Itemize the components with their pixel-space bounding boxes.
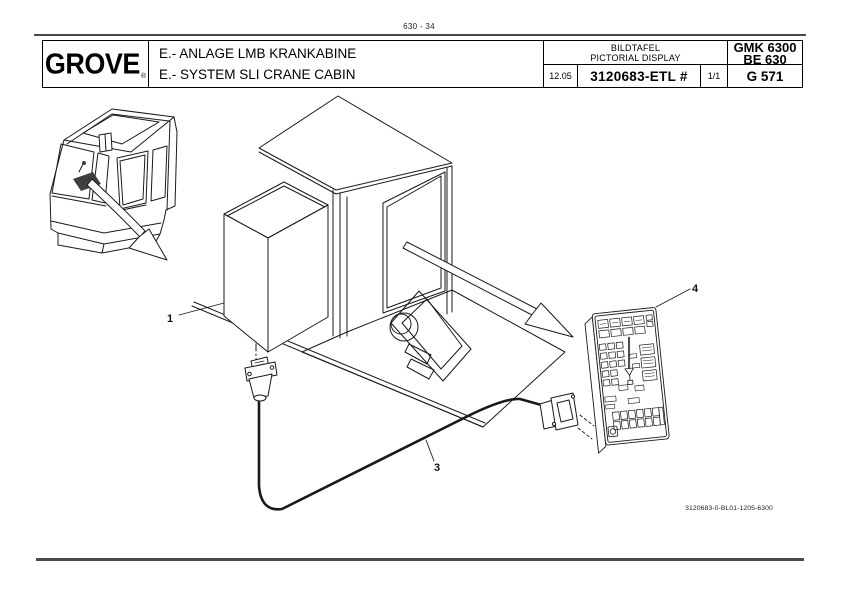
panel-power-button — [607, 425, 619, 438]
section-title-german: E.- ANLAGE LMB KRANKABINE — [159, 46, 357, 61]
callout-4: 4 — [655, 283, 699, 308]
brand-logo: GROVE® — [43, 41, 149, 87]
callout-3: 3 — [425, 439, 440, 474]
panel-boom-indicator — [624, 336, 634, 386]
issue-date: 12.05 — [544, 65, 578, 87]
callout-1-label: 1 — [167, 313, 173, 325]
page-reference: 630 - 34 — [403, 22, 435, 31]
plug-alignment-dashes — [577, 414, 595, 440]
section-title: E.- ANLAGE LMB KRANKABINE E.- SYSTEM SLI… — [149, 41, 544, 87]
model-number: GMK 6300 — [733, 40, 797, 55]
bottom-rule — [36, 558, 804, 561]
sheet-caption: BILDTAFEL PICTORIAL DISPLAY — [544, 41, 728, 65]
connector-plug-2 — [539, 392, 579, 431]
drawing-code: 3120683-0-BL01-1205-6300 — [685, 505, 773, 512]
top-rule — [34, 34, 806, 36]
model-type: BE 630 — [743, 51, 787, 67]
callout-1: 1 — [167, 302, 225, 325]
sheet-count: 1/1 — [701, 65, 728, 87]
grove-logo-text: GROVE — [44, 47, 141, 80]
title-block: GROVE® E.- ANLAGE LMB KRANKABINE E.- SYS… — [42, 40, 803, 88]
panel-displays-right — [639, 343, 658, 382]
callout-3-label: 3 — [434, 462, 440, 474]
section-title-english: E.- SYSTEM SLI CRANE CABIN — [159, 67, 356, 82]
sheet-caption-german: BILDTAFEL — [610, 43, 661, 53]
part-number: 3120683-ETL # — [578, 65, 701, 87]
section-code: G 571 — [746, 68, 784, 84]
panel-labels — [604, 353, 645, 410]
panel-keypad — [612, 406, 665, 431]
zoom-arrow-cabin — [86, 178, 168, 261]
zoom-arrow-display — [402, 241, 574, 338]
registered-mark: ® — [140, 73, 147, 80]
connector-plug-1 — [244, 356, 278, 402]
callout-4-label: 4 — [692, 283, 699, 295]
panel-buttons-left — [598, 341, 626, 387]
model-cell: GMK 6300 BE 630 — [728, 41, 802, 65]
display-panel-drawing — [584, 307, 670, 454]
sheet-caption-english: PICTORIAL DISPLAY — [590, 53, 681, 63]
panel-display-windows — [597, 314, 654, 339]
crane-cabin-drawing — [49, 108, 178, 254]
connector-cable — [257, 397, 547, 511]
sli-unit-box — [223, 181, 329, 353]
